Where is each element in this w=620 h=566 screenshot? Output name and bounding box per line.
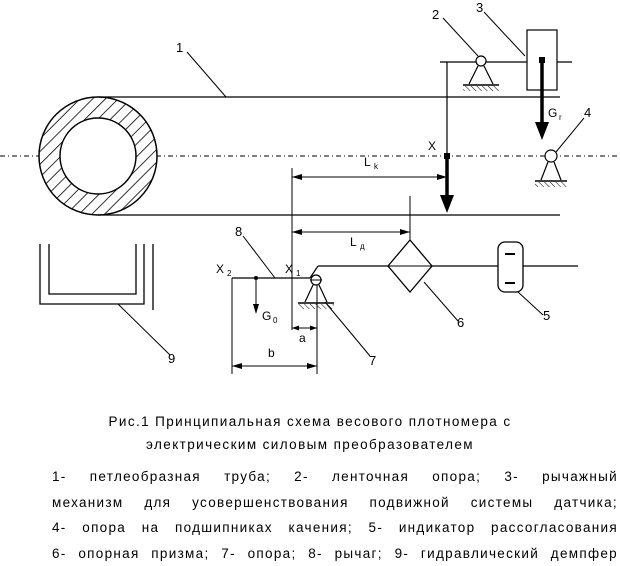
label-9: 9 bbox=[168, 351, 175, 366]
label-g0: G bbox=[262, 309, 271, 323]
label-a: a bbox=[299, 331, 306, 345]
label-lk-sub: k bbox=[374, 162, 379, 171]
legend-line-1: 1- петлеобразная труба; 2- ленточная опо… bbox=[52, 464, 618, 490]
lever-support-legs bbox=[305, 285, 327, 302]
label-4: 4 bbox=[584, 105, 591, 120]
label-ld-sub: д bbox=[360, 242, 365, 251]
label-1: 1 bbox=[176, 40, 183, 55]
mismatch-indicator bbox=[498, 242, 523, 292]
leader-4 bbox=[556, 118, 584, 152]
lever-support bbox=[298, 275, 334, 309]
belt-support-pivot bbox=[476, 56, 486, 66]
bearing-legs bbox=[541, 162, 561, 180]
lk-arrow-left bbox=[292, 174, 302, 180]
force-g0-arrowhead bbox=[253, 304, 259, 314]
leader-8 bbox=[243, 236, 275, 278]
legend-line-2: механизм для усовершенствования подвижно… bbox=[52, 490, 618, 516]
label-8: 8 bbox=[235, 224, 242, 239]
leader-1 bbox=[187, 52, 226, 97]
bearing-pivot bbox=[545, 150, 557, 162]
label-gr: G bbox=[548, 106, 557, 120]
point-x-marker bbox=[444, 153, 450, 159]
label-b: b bbox=[268, 346, 275, 360]
label-gr-sub: r bbox=[559, 113, 562, 122]
label-x1: X bbox=[285, 262, 293, 276]
b-arrow-right bbox=[307, 363, 317, 369]
leader-2 bbox=[443, 18, 478, 56]
label-3: 3 bbox=[476, 0, 483, 15]
caption-line-1: Рис.1 Принципиальная схема весового плот… bbox=[0, 410, 620, 433]
label-5: 5 bbox=[543, 308, 550, 323]
pipe-bore bbox=[60, 118, 136, 194]
force-gr-arrowhead bbox=[535, 122, 549, 140]
point-x2-marker bbox=[254, 276, 258, 280]
ld-arrow-right bbox=[400, 229, 410, 235]
figure-legend: 1- петлеобразная труба; 2- ленточная опо… bbox=[52, 464, 618, 566]
damper-outer-vessel bbox=[40, 244, 144, 304]
damper-inner-vessel bbox=[49, 244, 136, 294]
hydraulic-damper bbox=[40, 244, 153, 310]
label-x1-sub: 1 bbox=[296, 269, 301, 278]
bearing-ground bbox=[535, 182, 567, 187]
label-x2-sub: 2 bbox=[227, 269, 232, 278]
label-g0-sub: 0 bbox=[273, 316, 278, 325]
lever-joint bbox=[539, 57, 545, 63]
leader-7 bbox=[325, 302, 370, 356]
label-x-top: X bbox=[428, 139, 436, 153]
label-ld: L bbox=[350, 235, 357, 249]
a-arrow-left bbox=[292, 326, 299, 331]
label-6: 6 bbox=[457, 315, 464, 330]
label-2: 2 bbox=[432, 7, 439, 22]
rod-x-arrowhead bbox=[440, 195, 454, 213]
ld-arrow-left bbox=[292, 229, 302, 235]
a-arrow-right bbox=[310, 326, 317, 331]
label-7: 7 bbox=[369, 353, 376, 368]
legend-line-3: 4- опора на подшипниках качения; 5- инди… bbox=[52, 515, 618, 541]
caption-line-2: электрическим силовым преобразователем bbox=[0, 433, 620, 456]
label-lk: L bbox=[364, 155, 371, 169]
label-x2: X bbox=[216, 262, 224, 276]
leader-5 bbox=[518, 292, 543, 315]
bearing-support bbox=[535, 150, 567, 187]
figure-caption: Рис.1 Принципиальная схема весового плот… bbox=[0, 410, 620, 456]
belt-support-legs bbox=[469, 66, 493, 84]
lever-mechanism bbox=[440, 30, 572, 140]
leader-9 bbox=[118, 304, 170, 355]
legend-line-4: 6- опорная призма; 7- опора; 8- рычаг; 9… bbox=[52, 541, 618, 566]
leader-3 bbox=[484, 12, 525, 56]
belt-support-ground bbox=[463, 86, 499, 91]
b-arrow-left bbox=[232, 363, 242, 369]
leader-6 bbox=[424, 282, 458, 321]
density-meter-diagram: 1 2 3 4 5 6 7 8 9 X X 2 X 1 G r G 0 L k … bbox=[0, 0, 620, 410]
